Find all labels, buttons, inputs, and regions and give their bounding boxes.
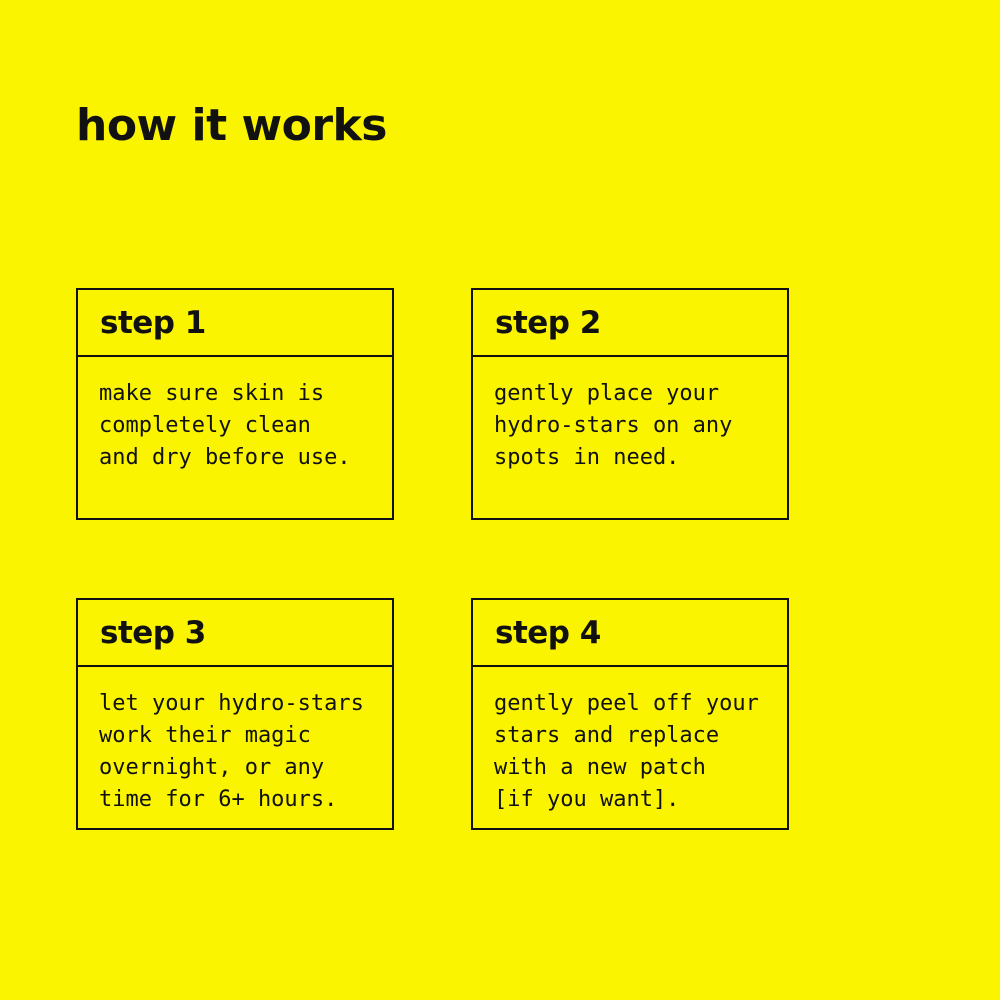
step-1-description: make sure skin is completely clean and d… — [99, 381, 351, 470]
step-card-1: step 1 make sure skin is completely clea… — [76, 288, 394, 520]
step-card-3: step 3 let your hydro-stars work their m… — [76, 598, 394, 830]
steps-grid: step 1 make sure skin is completely clea… — [76, 288, 789, 830]
step-card-2: step 2 gently place your hydro-stars on … — [471, 288, 789, 520]
step-3-label: step 3 — [78, 600, 392, 667]
step-2-description: gently place your hydro-stars on any spo… — [494, 381, 733, 470]
step-3-description: let your hydro-stars work their magic ov… — [99, 691, 364, 812]
step-4-label: step 4 — [473, 600, 787, 667]
step-4-description: gently peel off your stars and replace w… — [494, 691, 759, 812]
step-1-label: step 1 — [78, 290, 392, 357]
step-card-4: step 4 gently peel off your stars and re… — [471, 598, 789, 830]
page-title: how it works — [76, 100, 387, 151]
step-2-label: step 2 — [473, 290, 787, 357]
